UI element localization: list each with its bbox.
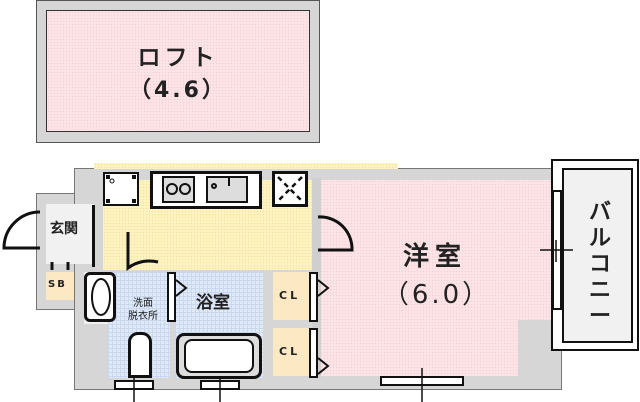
loft-size: （4.6）: [129, 78, 227, 103]
balcony-char: コ: [588, 252, 611, 277]
entrance-label: 玄関: [50, 221, 78, 237]
kitchen-top-hatch: [94, 163, 398, 169]
balcony-char: ル: [588, 226, 611, 251]
entrance-floor: [46, 204, 94, 264]
loft-room: [46, 10, 310, 132]
kitchen-sink: [206, 176, 248, 203]
toilet: [128, 332, 152, 378]
balcony-label: バ ル コ ニ ー: [580, 200, 620, 330]
washroom-label-line1: 洗面: [133, 298, 153, 309]
closet-upper-label: CL: [279, 289, 301, 302]
balcony-char: ニ: [588, 278, 611, 303]
shoe-box-label: SB: [48, 279, 67, 290]
balcony-char: バ: [588, 200, 611, 225]
western-room-corner-wall: [518, 320, 552, 380]
entrance-kitchen-partition: [92, 205, 95, 267]
shoe-box: [46, 272, 74, 300]
western-room: [320, 180, 552, 376]
bathroom-folding-door[interactable]: [167, 272, 176, 322]
closet-lower: [273, 328, 309, 376]
washbasin: [84, 272, 116, 322]
bathroom-label: 浴室: [196, 293, 230, 313]
balcony-floor: [562, 168, 633, 343]
washroom-label-line2: 脱衣所: [128, 311, 158, 322]
western-room-label: 洋室: [402, 242, 467, 272]
closet-upper-door[interactable]: [309, 272, 318, 322]
closet-upper: [273, 272, 309, 320]
closet-lower-door[interactable]: [309, 328, 318, 378]
western-room-size: （6.0）: [382, 280, 492, 310]
bathtub-inner: [184, 339, 254, 373]
loft-label: ロフト: [137, 45, 219, 71]
closet-lower-label: CL: [279, 345, 301, 358]
balcony-char: ー: [588, 304, 611, 329]
